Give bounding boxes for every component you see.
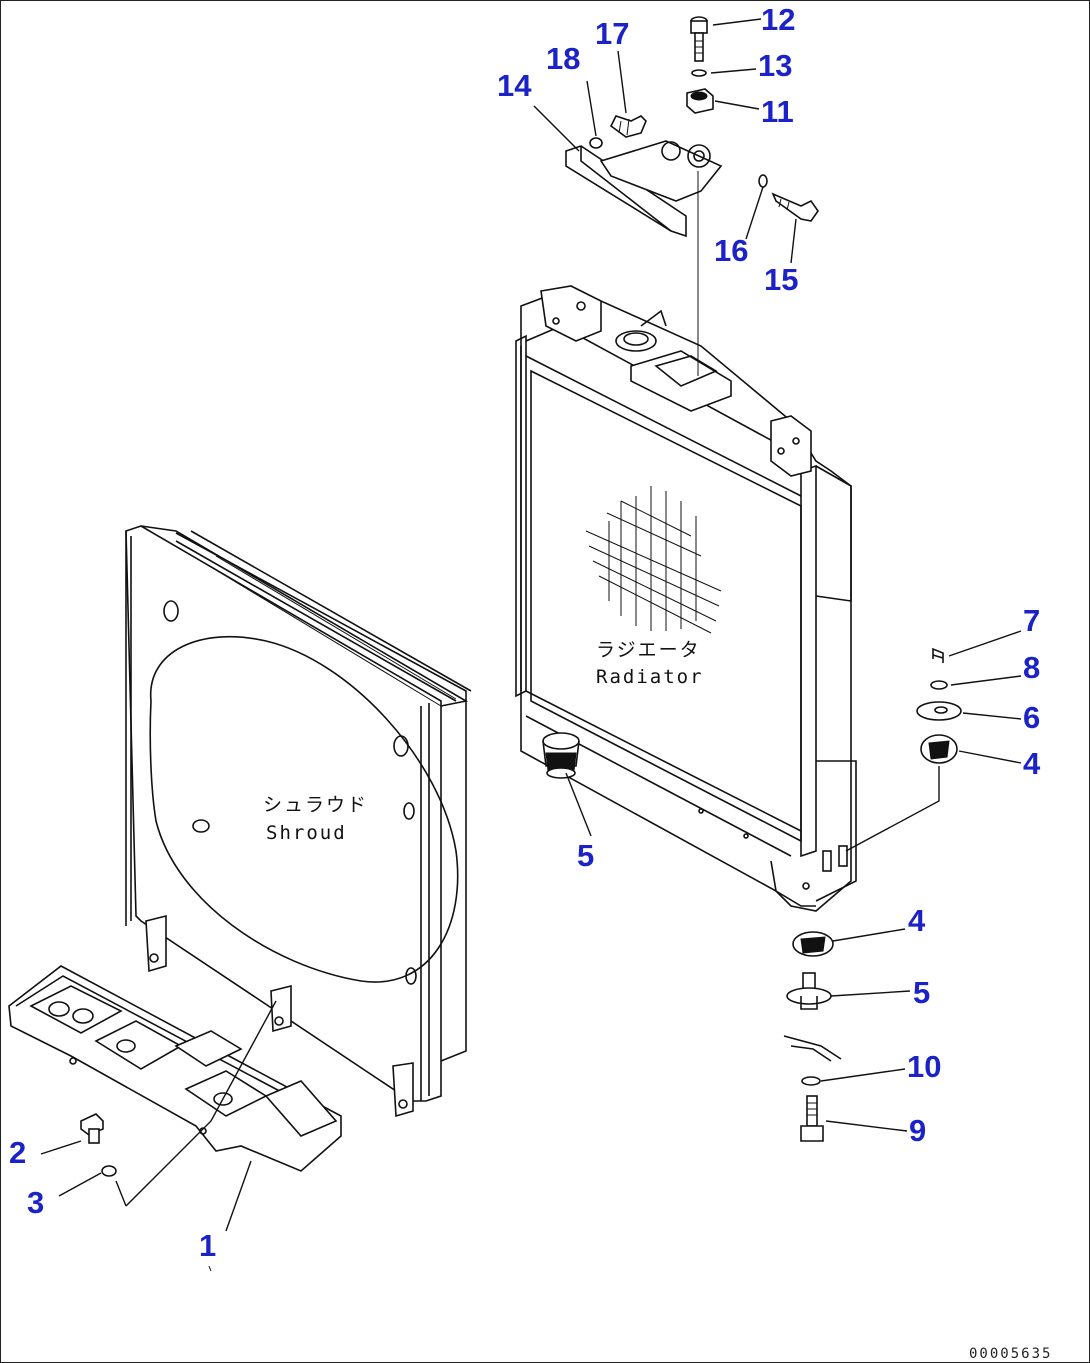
radiator-label-jp: ラジエータ [596,639,701,661]
callout-12: 12 [761,2,795,37]
under-cover [8,965,342,1172]
callout-10: 10 [907,1049,941,1084]
callout-4-lower: 4 [908,903,926,938]
shroud [125,525,472,1118]
bottom-mount-left [542,732,580,779]
callout-6: 6 [1023,700,1040,735]
drawing-number: 00005635 [969,1346,1052,1362]
callout-4-upper: 4 [1023,746,1041,781]
clip-7 [932,647,944,663]
core-hatch [585,486,722,634]
cushion-4-lower [792,931,834,957]
callout-16: 16 [714,233,748,268]
plate-6 [916,701,962,721]
callout-9: 9 [909,1113,926,1148]
callout-8: 8 [1023,650,1040,685]
callout-2: 2 [9,1135,26,1170]
washer-10 [801,1076,821,1086]
callout-5-right: 5 [913,975,930,1010]
callout-1: 1 [199,1228,216,1263]
washer-3 [101,1165,117,1177]
bolt-9 [800,1095,824,1142]
bolt-2 [80,1113,104,1144]
cushion-4-upper [920,734,958,764]
callout-7: 7 [1023,603,1040,638]
callout-17: 17 [595,16,629,51]
shroud-label-jp: シュラウド [263,794,368,816]
callout-14: 14 [497,68,532,103]
callout-15: 15 [764,262,798,297]
callout-13: 13 [758,48,792,83]
callout-18: 18 [546,41,580,76]
bracket-strap [783,1035,842,1062]
callout-3: 3 [27,1185,44,1220]
shroud-label-en: Shroud [266,822,347,844]
radiator-label-en: Radiator [596,666,704,688]
mount-5-lower [786,972,832,1010]
radiator [515,285,857,912]
stay-assembly [565,16,819,376]
callout-11: 11 [761,94,794,129]
leader-lines [40,18,1022,1272]
callout-5-left: 5 [577,838,594,873]
washer-8 [930,680,948,690]
